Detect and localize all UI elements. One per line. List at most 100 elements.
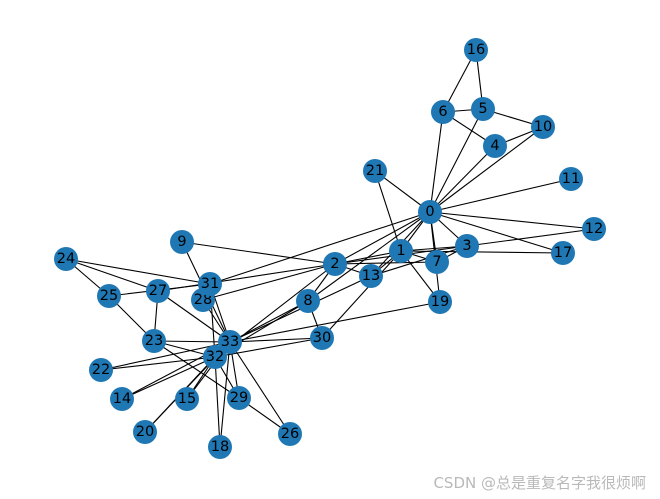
node-circle <box>208 435 232 459</box>
node-label: 2 <box>330 256 339 272</box>
edge-26-33 <box>229 341 291 435</box>
node-33: 33 <box>218 330 242 354</box>
node-9: 9 <box>170 230 194 254</box>
node-22: 22 <box>89 358 113 382</box>
edge-24-27 <box>65 258 159 292</box>
node-label: 31 <box>201 276 219 292</box>
node-20: 20 <box>133 420 157 444</box>
node-label: 21 <box>366 163 384 179</box>
edge-22-32 <box>100 356 216 371</box>
node-6: 6 <box>431 100 455 124</box>
node-label: 11 <box>562 171 580 187</box>
node-label: 10 <box>534 119 552 135</box>
node-0: 0 <box>418 200 442 224</box>
node-circle <box>359 264 383 288</box>
edge-27-33 <box>157 290 231 343</box>
node-label: 8 <box>303 293 312 309</box>
edge-18-33 <box>219 341 231 448</box>
node-circle <box>278 422 302 446</box>
node-14: 14 <box>110 387 134 411</box>
node-circle <box>97 284 121 308</box>
node-circle <box>170 230 194 254</box>
node-16: 16 <box>464 38 488 62</box>
edge-30-32 <box>214 337 323 358</box>
node-circle <box>296 289 320 313</box>
node-circle <box>551 241 575 265</box>
edge-22-33 <box>100 341 231 371</box>
watermark-text: CSDN @总是重复名字我很烦啊 <box>433 474 646 492</box>
node-32: 32 <box>203 345 227 369</box>
node-circle <box>89 358 113 382</box>
node-25: 25 <box>97 284 121 308</box>
node-label: 23 <box>145 333 163 349</box>
node-circle <box>418 200 442 224</box>
edge-0-2 <box>334 211 431 265</box>
node-circle <box>425 250 449 274</box>
node-11: 11 <box>559 167 583 191</box>
node-circle <box>531 115 555 139</box>
edge-1-30 <box>321 250 402 339</box>
node-label: 7 <box>432 254 441 270</box>
node-circle <box>110 387 134 411</box>
node-circle <box>323 252 347 276</box>
node-15: 15 <box>175 387 199 411</box>
node-label: 22 <box>92 362 110 378</box>
node-2: 2 <box>323 252 347 276</box>
node-label: 0 <box>425 204 434 220</box>
node-17: 17 <box>551 241 575 265</box>
node-label: 3 <box>462 238 471 254</box>
node-circle <box>428 290 452 314</box>
node-4: 4 <box>483 134 507 158</box>
node-23: 23 <box>142 329 166 353</box>
node-circle <box>363 159 387 183</box>
edge-0-31 <box>209 211 431 285</box>
node-label: 1 <box>396 243 405 259</box>
node-label: 30 <box>313 330 331 346</box>
node-circle <box>175 387 199 411</box>
node-19: 19 <box>428 290 452 314</box>
node-21: 21 <box>363 159 387 183</box>
edge-layer <box>65 49 595 448</box>
node-label: 29 <box>230 390 248 406</box>
node-label: 15 <box>178 391 196 407</box>
edge-2-9 <box>181 241 336 265</box>
edge-8-33 <box>229 300 309 343</box>
edge-30-33 <box>229 337 323 343</box>
node-circle <box>146 279 170 303</box>
node-3: 3 <box>455 234 479 258</box>
node-label: 4 <box>490 138 499 154</box>
node-label: 24 <box>57 251 75 267</box>
node-circle <box>198 272 222 296</box>
node-26: 26 <box>278 422 302 446</box>
node-label: 9 <box>177 234 186 250</box>
node-18: 18 <box>208 435 232 459</box>
node-label: 28 <box>194 292 212 308</box>
edge-0-10 <box>429 126 544 213</box>
edge-23-29 <box>153 340 240 399</box>
node-label: 19 <box>431 294 449 310</box>
node-label: 13 <box>362 268 380 284</box>
node-13: 13 <box>359 264 383 288</box>
node-circle <box>218 330 242 354</box>
node-circle <box>471 97 495 121</box>
node-circle <box>227 386 251 410</box>
node-circle <box>582 217 606 241</box>
node-circle <box>455 234 479 258</box>
edge-18-32 <box>214 356 221 448</box>
edge-1-21 <box>374 170 402 252</box>
node-label: 26 <box>281 426 299 442</box>
node-label: 32 <box>206 349 224 365</box>
node-24: 24 <box>54 247 78 271</box>
node-7: 7 <box>425 250 449 274</box>
edge-0-4 <box>429 145 496 213</box>
node-label: 25 <box>100 288 118 304</box>
node-label: 33 <box>221 334 239 350</box>
node-31: 31 <box>198 272 222 296</box>
edge-0-17 <box>429 211 564 254</box>
edge-24-31 <box>65 258 211 285</box>
node-label: 12 <box>585 221 603 237</box>
edge-0-5 <box>429 108 484 213</box>
node-label: 17 <box>554 245 572 261</box>
